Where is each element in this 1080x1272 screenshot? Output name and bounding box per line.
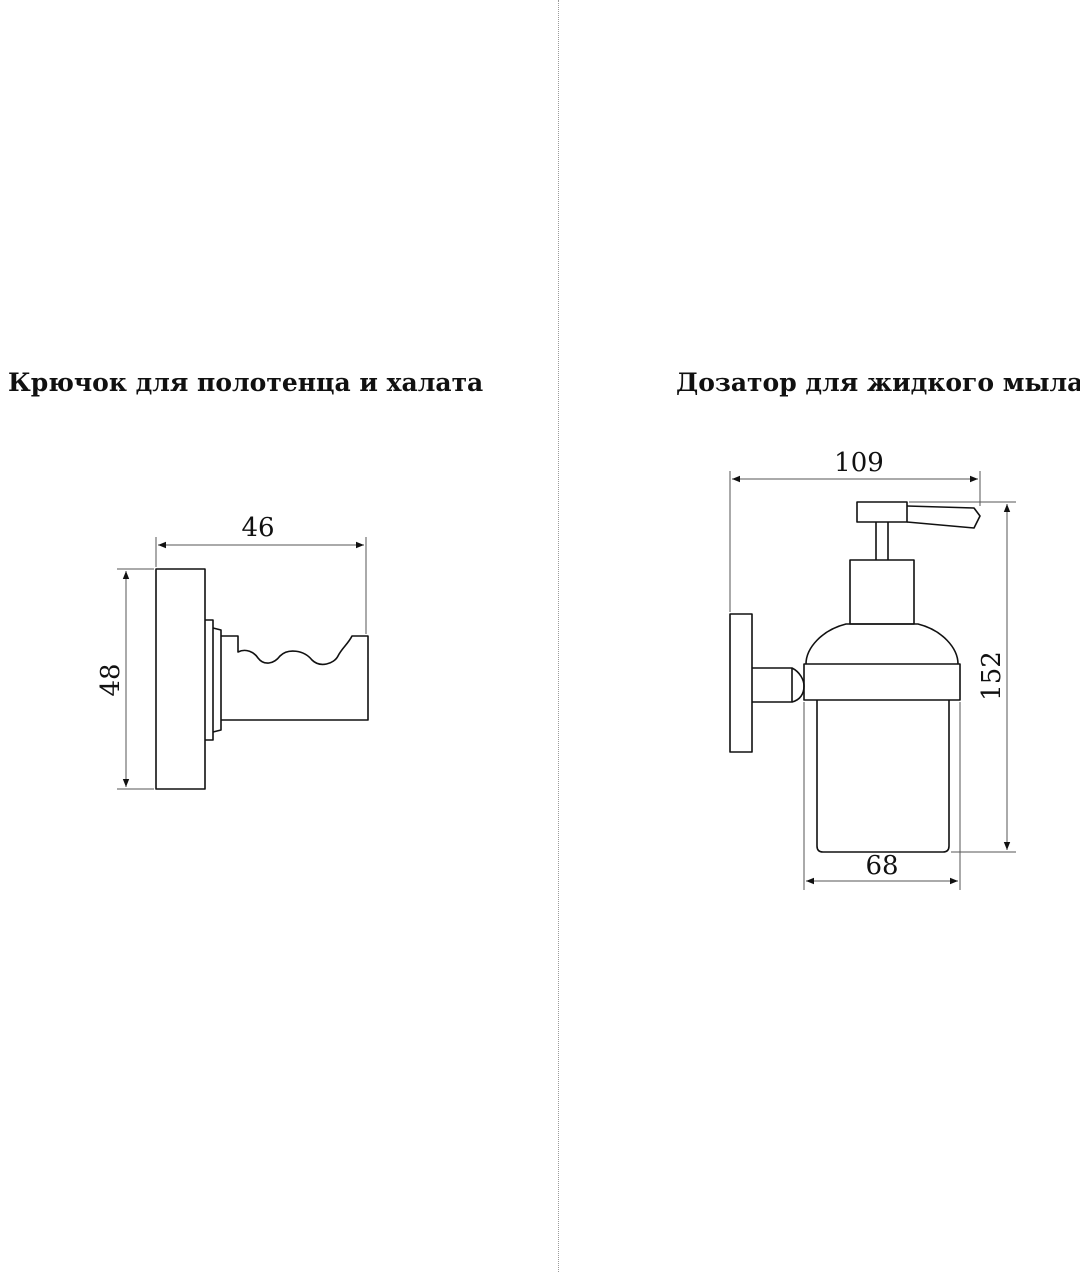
dispenser-arm-cap <box>791 667 805 703</box>
dispenser-drawing: 109 152 68 <box>729 448 1016 890</box>
dispenser-pump-stem <box>875 522 889 560</box>
dispenser-wall-plate <box>729 613 753 753</box>
dispenser-width-label: 109 <box>834 448 884 478</box>
hook-height-label: 48 <box>96 663 126 696</box>
dispenser-glass <box>816 700 950 853</box>
dispenser-height-label: 152 <box>977 651 1007 701</box>
dispenser-pump-body <box>849 559 915 625</box>
hook-collar <box>205 619 214 741</box>
dispenser-base-width-label: 68 <box>865 851 898 881</box>
dispenser-pump-head <box>856 501 908 523</box>
hook-wall-plate <box>155 568 206 790</box>
dispenser-title: Дозатор для жидкого мыла <box>676 368 1080 397</box>
dispenser-holder-ring <box>803 663 961 701</box>
dispenser-arm <box>752 667 793 703</box>
hook-arm <box>221 635 369 721</box>
hook-title: Крючок для полотенца и халата <box>8 368 484 397</box>
hook-width-label: 46 <box>241 513 274 543</box>
dispenser-spout <box>906 505 981 529</box>
panel-divider <box>558 0 559 1272</box>
hook-drawing: 46 48 <box>96 513 369 790</box>
dispenser-lid <box>805 623 959 665</box>
hook-collar-inner <box>212 627 222 733</box>
